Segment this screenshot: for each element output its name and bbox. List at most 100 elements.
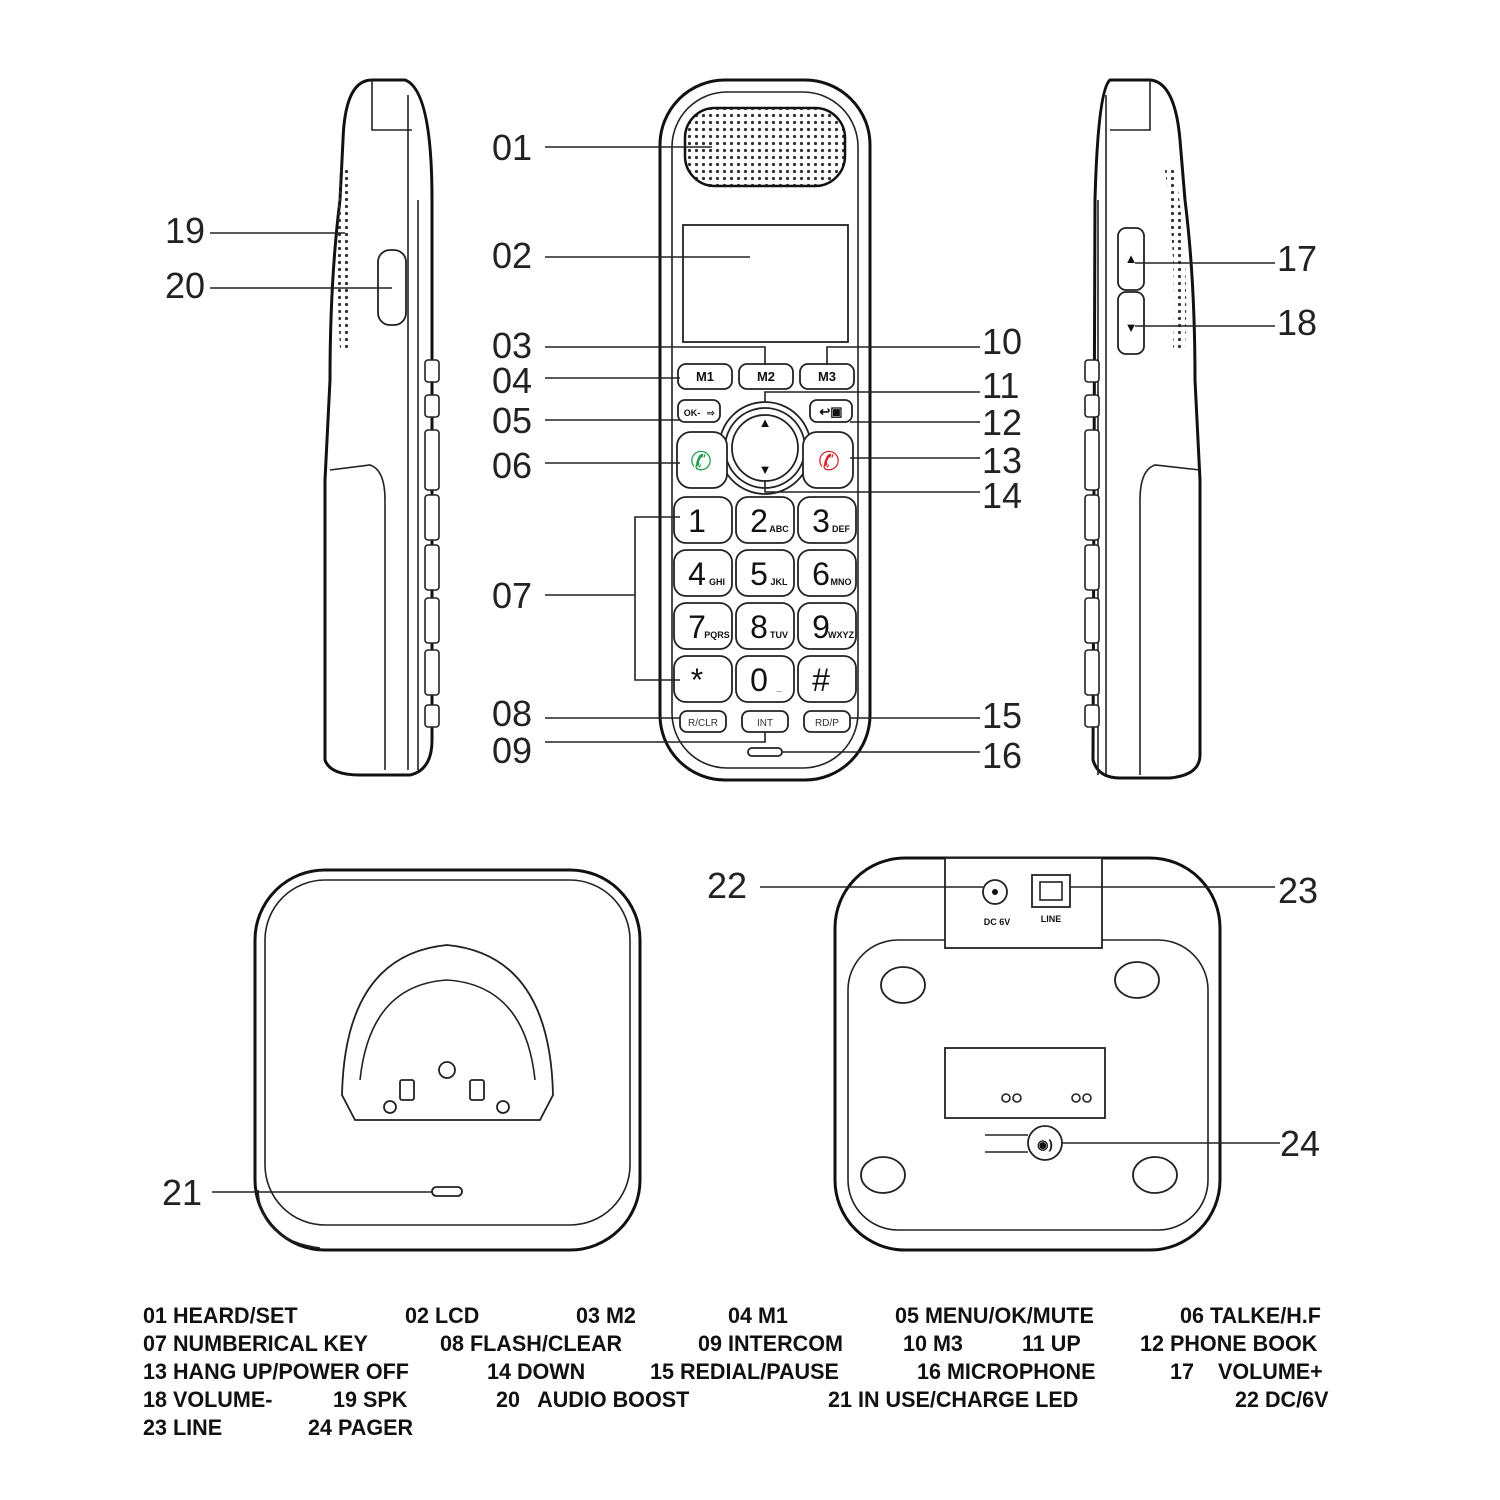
callout-05: 05 (492, 400, 532, 441)
key-letters: TUV (770, 630, 788, 640)
callout-17: 17 (1277, 238, 1317, 279)
key-digit: 7 (688, 609, 706, 645)
key-letters: WXYZ (828, 630, 855, 640)
key-button[interactable] (797, 549, 857, 597)
key-button[interactable] (735, 496, 795, 544)
base-bottom-view: DC 6V LINE ◉) (833, 856, 1222, 1252)
callout-10: 10 (982, 321, 1022, 362)
phonebook-button[interactable] (809, 399, 853, 423)
legend-item: 20 AUDIO BOOST (496, 1387, 690, 1412)
callout-11: 11 (982, 365, 1019, 406)
phone-talk-icon: ✆ (690, 446, 712, 476)
redial-pause-button[interactable] (803, 710, 851, 733)
callout-02: 02 (492, 235, 532, 276)
legend-item: 10 M3 (903, 1331, 963, 1356)
volume-down-button[interactable] (1117, 291, 1145, 355)
legend-item: 22 DC/6V (1235, 1387, 1329, 1412)
callout-07: 07 (492, 575, 532, 616)
callout-04: 04 (492, 360, 532, 401)
callout-20: 20 (165, 265, 205, 306)
callout-14: 14 (982, 475, 1022, 516)
up-arrow-icon: ▲ (1125, 251, 1138, 266)
speaker-grille-side (337, 170, 352, 350)
legend-item: 08 FLASH/CLEAR (440, 1331, 623, 1356)
phone-hangup-icon: ✆ (818, 446, 840, 476)
speaker-grille-side (1165, 170, 1187, 350)
menu-arrow-icon: ⇨ (707, 408, 715, 418)
legend-item: 02 LCD (405, 1303, 480, 1328)
key-button[interactable] (797, 496, 857, 544)
legend-item: 23 LINE (143, 1415, 223, 1440)
key-letters: MNO (831, 577, 852, 587)
key-button[interactable] (797, 602, 857, 650)
key-digit: 6 (812, 556, 830, 592)
callout-numbers: 01 02 03 04 05 06 07 08 09 10 11 12 13 1… (162, 127, 1320, 1213)
key-digit: 9 (812, 609, 830, 645)
up-button[interactable]: ▲ (759, 415, 772, 430)
menu-ok-button[interactable] (677, 399, 721, 423)
legend-item: 03 M2 (576, 1303, 636, 1328)
talk-button[interactable] (676, 431, 728, 489)
base-top-view (253, 868, 642, 1252)
callout-18: 18 (1277, 302, 1317, 343)
legend-item: 16 MICROPHONE (917, 1359, 1096, 1384)
callout-16: 16 (982, 735, 1022, 776)
flash-clear-button[interactable] (679, 710, 727, 733)
rdp-label: RD/P (815, 718, 839, 729)
microphone (747, 747, 783, 757)
key-button[interactable] (735, 549, 795, 597)
callout-23: 23 (1278, 870, 1318, 911)
callout-09: 09 (492, 730, 532, 771)
legend-item: 15 REDIAL/PAUSE (650, 1359, 839, 1384)
down-button[interactable]: ▼ (759, 462, 772, 477)
legend-item: 24 PAGER (308, 1415, 414, 1440)
key-digit: 8 (750, 609, 768, 645)
line-jack (1031, 874, 1071, 908)
m2-button[interactable] (738, 363, 794, 390)
legend-item: 11 UP (1022, 1331, 1081, 1356)
rclr-label: R/CLR (688, 718, 718, 729)
pager-icon: ◉) (1037, 1137, 1053, 1152)
phonebook-icon: ↩▣ (819, 404, 842, 419)
key-digit: 3 (812, 503, 830, 539)
m1-button[interactable] (677, 363, 733, 390)
key-letters: ABC (769, 524, 789, 534)
rubber-feet (860, 961, 1178, 1194)
hangup-button[interactable] (802, 431, 854, 489)
legend-item: 09 INTERCOM (698, 1331, 843, 1356)
callout-19: 19 (165, 210, 205, 251)
key-button[interactable] (673, 549, 733, 597)
key-letters: DEF (832, 524, 851, 534)
dc-label: DC 6V (984, 917, 1011, 927)
callout-13: 13 (982, 440, 1022, 481)
label-plate (944, 1047, 1106, 1119)
ok-label: OK- (684, 408, 701, 418)
leader-lines (210, 146, 1280, 1193)
key-digit: 5 (750, 556, 768, 592)
legend-item: 01 HEARD/SET (143, 1303, 298, 1328)
callout-21: 21 (162, 1172, 202, 1213)
key-letters: PQRS (704, 630, 730, 640)
key-button[interactable] (735, 602, 795, 650)
callout-22: 22 (707, 865, 747, 906)
legend-item: 18 VOLUME- (143, 1387, 273, 1412)
key-button[interactable] (673, 496, 733, 544)
key-letters: GHI (709, 577, 725, 587)
callout-08: 08 (492, 693, 532, 734)
legend-item: 17 VOLUME+ (1170, 1359, 1323, 1384)
key-digit: * (691, 662, 703, 698)
key-button[interactable] (673, 655, 733, 703)
m3-label: M3 (818, 369, 836, 384)
key-button[interactable] (797, 655, 857, 703)
key-letters: _ (775, 683, 782, 693)
key-button[interactable] (735, 655, 795, 703)
key-letters: JKL (770, 577, 788, 587)
legend-item: 12 PHONE BOOK (1140, 1331, 1318, 1356)
handset-left-side-view (323, 78, 440, 777)
key-button[interactable] (673, 602, 733, 650)
callout-06: 06 (492, 445, 532, 486)
volume-up-button[interactable] (1117, 227, 1145, 291)
